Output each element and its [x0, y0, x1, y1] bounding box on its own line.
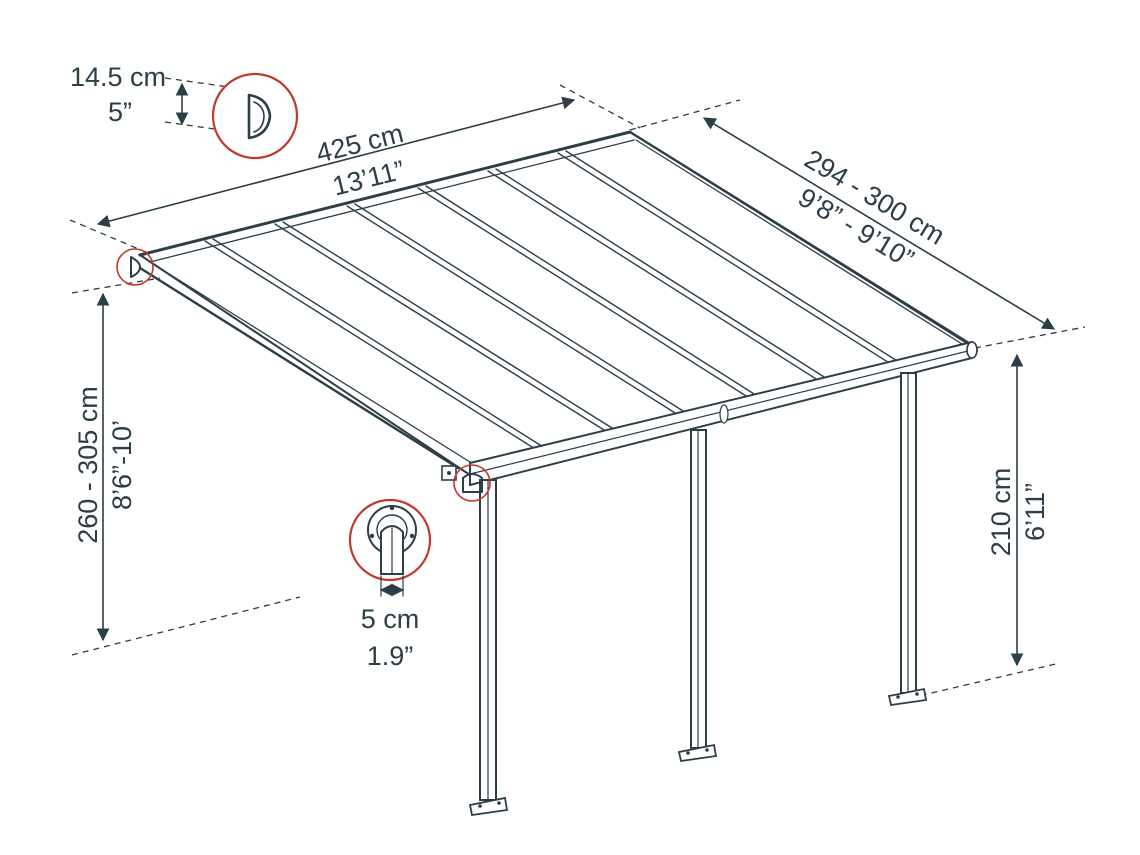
structure-callouts [116, 248, 491, 502]
post-front-left [468, 479, 509, 817]
high-height-metric-label: 260 - 305 cm [73, 386, 103, 544]
low-height-imperial-label: 6’11” [1020, 483, 1050, 541]
roof [137, 130, 978, 487]
post-front-middle [677, 429, 718, 763]
dimension-arrows [96, 82, 1056, 667]
post-metric-label: 5 cm [361, 604, 420, 634]
left-side-rafter [138, 266, 460, 470]
gutter-imperial-label: 5” [108, 97, 132, 127]
gutter-end-callout [116, 248, 154, 286]
width-dimension-arrow [96, 96, 576, 228]
wall-gutter [138, 130, 632, 257]
post-front-right [887, 372, 928, 707]
gutter-profile-icon [247, 93, 272, 140]
gutter-metric-label: 14.5 cm [70, 62, 166, 92]
post-connector-detail [348, 498, 432, 597]
low-height-metric-label: 210 cm [986, 468, 1016, 557]
post-imperial-label: 1.9” [367, 641, 414, 671]
depth-dimension-arrow [702, 117, 1056, 330]
panel-rafters [204, 150, 903, 453]
gutter-detail [211, 72, 299, 160]
right-side-rafter [628, 130, 974, 347]
wall-bracket [441, 465, 457, 481]
posts [441, 372, 928, 817]
high-height-imperial-label: 8’6”-10’ [107, 420, 137, 510]
post-joint-callout [453, 464, 491, 502]
